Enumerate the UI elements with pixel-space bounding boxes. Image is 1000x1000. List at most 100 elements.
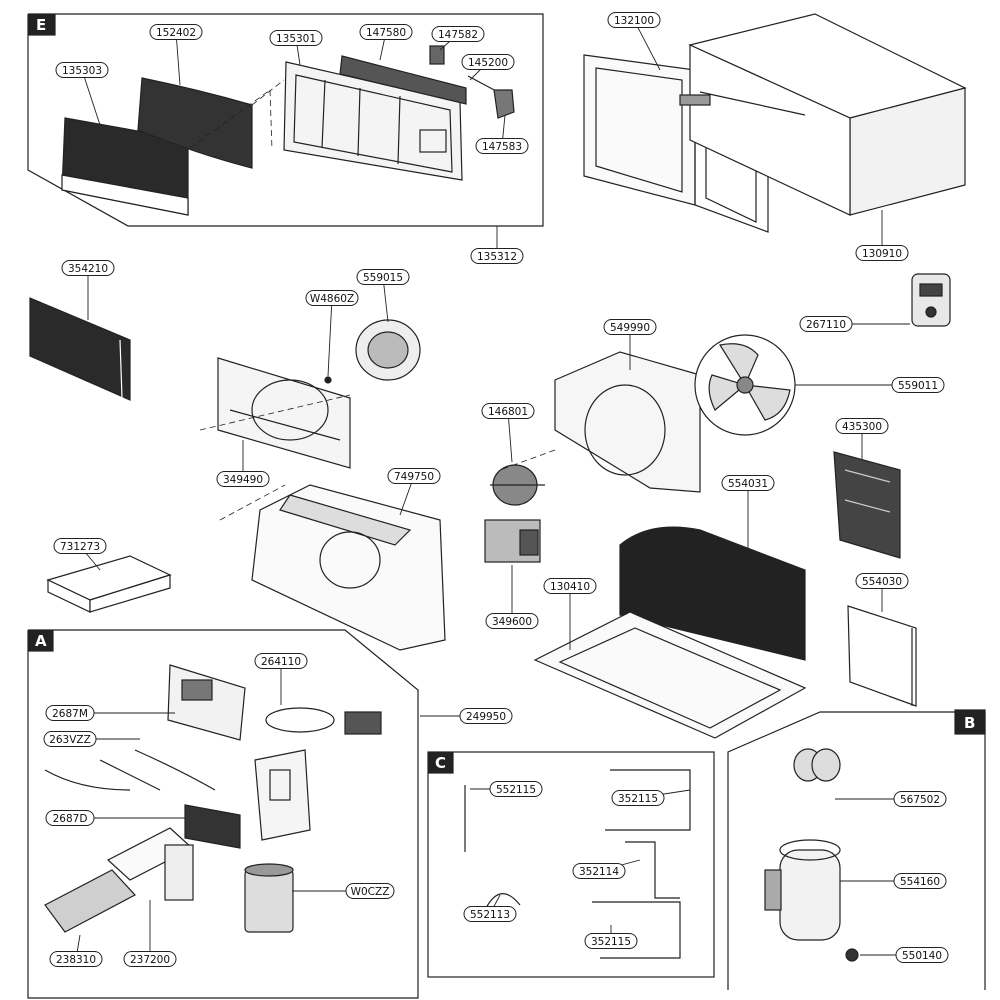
section-a-frame [27,629,419,999]
part-number-label: W0CZZ [351,886,390,898]
middle-guide-lines [199,394,556,521]
section-e-letter: E [36,16,46,34]
section-e-tag [28,14,56,36]
callout-pill-p554031 [721,475,775,491]
part-number-label: 249950 [466,711,506,723]
control-panel-part [106,827,194,901]
callout-pill-p135301 [269,30,323,46]
callout-pill-p349490 [216,471,270,487]
callout-pill-p152402 [149,24,203,40]
callout-pill-pW4860Z [305,290,359,306]
part-number-label: 352115 [591,936,631,948]
callout-pill-p147583 [475,138,529,154]
part-number-label: 552115 [496,784,536,796]
callout-pill-p147582 [431,26,485,42]
part-number-label: 559011 [898,380,938,392]
screw-part [324,376,332,384]
remote-control-part [911,273,951,327]
part-number-label: 135303 [62,65,102,77]
part-number-label: 135312 [477,251,517,263]
part-number-label: 147582 [438,29,478,41]
part-number-label: 147583 [482,141,522,153]
callout-pill-p354210 [61,260,115,276]
power-cord-part [265,707,382,735]
control-pcb-part [167,664,246,741]
callout-pill-p135312 [470,248,524,264]
side-panel-part [847,605,917,707]
callout-pill-p567502 [893,791,947,807]
part-number-label: 267110 [806,319,846,331]
callout-pill-p146801 [481,403,535,419]
callout-pill-p352114 [572,863,626,879]
part-number-label: W4860Z [310,293,354,305]
base-pan-part [533,611,807,739]
condenser-fan-part [694,334,796,436]
leader-line-pW4860Z [327,297,333,377]
part-number-label: 130910 [862,248,902,260]
part-number-label: 2687M [52,708,88,720]
part-number-label: 145200 [468,57,508,69]
control-box-part [484,519,541,563]
section-c-letter: C [435,754,446,772]
part-number-label: 2687D [53,813,88,825]
part-number-label: 354210 [68,263,108,275]
part-number-label: 263VZZ [49,734,91,746]
section-c-tag [428,752,454,774]
part-number-label: 552113 [470,909,510,921]
part-number-label: 238310 [56,954,96,966]
callout-pill-p554030 [855,573,909,589]
callout-pill-p145200 [461,54,515,70]
callout-pill-p237200 [123,951,177,967]
packaging-block-part [46,555,172,613]
part-number-label: 352114 [579,866,619,878]
callout-pill-p549990 [603,319,657,335]
part-number-label: 749750 [394,471,434,483]
part-number-label: 132100 [614,15,654,27]
callout-pill-p130410 [543,578,597,594]
section-b-letter: B [964,714,975,732]
callout-pill-p559011 [891,377,945,393]
callout-pill-p132100 [607,12,661,28]
part-number-label: 554160 [900,876,940,888]
callout-pill-p552115 [489,781,543,797]
callout-pill-p263VZZ [43,731,97,747]
leader-line-p132100 [633,19,661,71]
air-filter-part [137,77,253,169]
part-number-label: 146801 [488,406,528,418]
callout-pill-p554160 [893,873,947,889]
callout-pill-p349600 [485,613,539,629]
louver-link-part [429,45,515,119]
callout-pill-p267110 [799,316,853,332]
callout-pill-p264110 [254,653,308,669]
callout-pill-p2687D [45,810,95,826]
part-number-label: 349490 [223,474,263,486]
louver-part [339,55,467,105]
leader-line-p152402 [175,31,181,86]
leader-line-p146801 [507,410,513,463]
callout-pill-p147580 [359,24,413,40]
base-pan-front-part [251,484,446,651]
part-number-label: 559015 [363,272,403,284]
callout-pill-p552113 [463,906,517,922]
section-e-guide-lines [189,79,285,151]
scroll-housing-part [217,357,351,469]
callout-pill-p352115b [584,933,638,949]
blower-wheel-part [355,319,421,381]
display-pcb-part [184,804,241,849]
section-b-frame [727,711,986,990]
section-c-frame [427,751,715,978]
part-number-label: 550140 [902,950,942,962]
part-number-label: 152402 [156,27,196,39]
section-b-tag [954,709,986,735]
part-number-label: 237200 [130,954,170,966]
callout-pill-p352115 [611,790,665,806]
part-number-label: 135301 [276,33,316,45]
part-number-label: 567502 [900,794,940,806]
callout-pill-p249950 [459,708,513,724]
evaporator-part [29,297,131,401]
callout-pill-p2687M [45,705,95,721]
callout-pill-p130910 [855,245,909,261]
part-number-label: 435300 [842,421,882,433]
